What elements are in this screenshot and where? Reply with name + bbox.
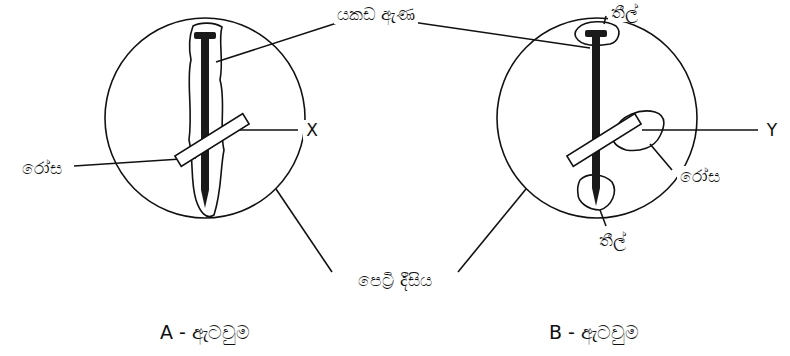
part-label: යකඩ ඇණ xyxy=(334,4,418,24)
setup-caption: B - ඇටවුම xyxy=(546,321,642,344)
part-label: තීල් xyxy=(608,2,641,22)
iron-nail xyxy=(585,30,607,206)
grease-coat xyxy=(189,23,224,216)
petri-dish-a xyxy=(105,18,305,218)
specimen-label: X xyxy=(303,120,321,140)
part-label: රෝස xyxy=(19,158,65,178)
petri-dish-b xyxy=(497,18,697,218)
part-label: තීල් xyxy=(596,230,629,250)
part-label: රෝස xyxy=(677,166,723,186)
part-label: පෙට්‍රි දීසිය xyxy=(355,270,434,290)
metal-strip xyxy=(175,114,249,167)
metal-strip xyxy=(567,114,641,167)
iron-nail xyxy=(194,32,216,208)
setup-caption: A - ඇටවුම xyxy=(157,321,253,344)
specimen-label: Y xyxy=(764,120,780,140)
